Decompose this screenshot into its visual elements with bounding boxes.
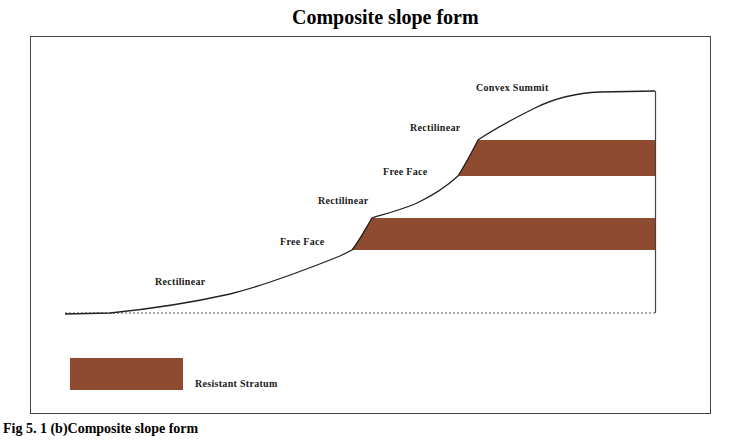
slope-label: Convex Summit — [476, 82, 549, 93]
resistant-band — [458, 140, 655, 176]
frame — [31, 37, 711, 414]
slope-profile — [65, 91, 655, 314]
figure-title: Composite slope form — [292, 6, 479, 29]
legend-text: Resistant Stratum — [195, 378, 278, 389]
figure-caption: Fig 5. 1 (b)Composite slope form — [3, 421, 198, 437]
slope-label: Free Face — [280, 236, 324, 247]
slope-label: Rectilinear — [318, 195, 369, 206]
legend-swatch — [70, 358, 183, 390]
resistant-band — [352, 218, 655, 250]
base-line — [65, 313, 655, 314]
hill-edge — [655, 91, 656, 313]
slope-label: Free Face — [383, 166, 427, 177]
slope-label: Rectilinear — [410, 122, 461, 133]
slope-label: Rectilinear — [155, 276, 206, 287]
